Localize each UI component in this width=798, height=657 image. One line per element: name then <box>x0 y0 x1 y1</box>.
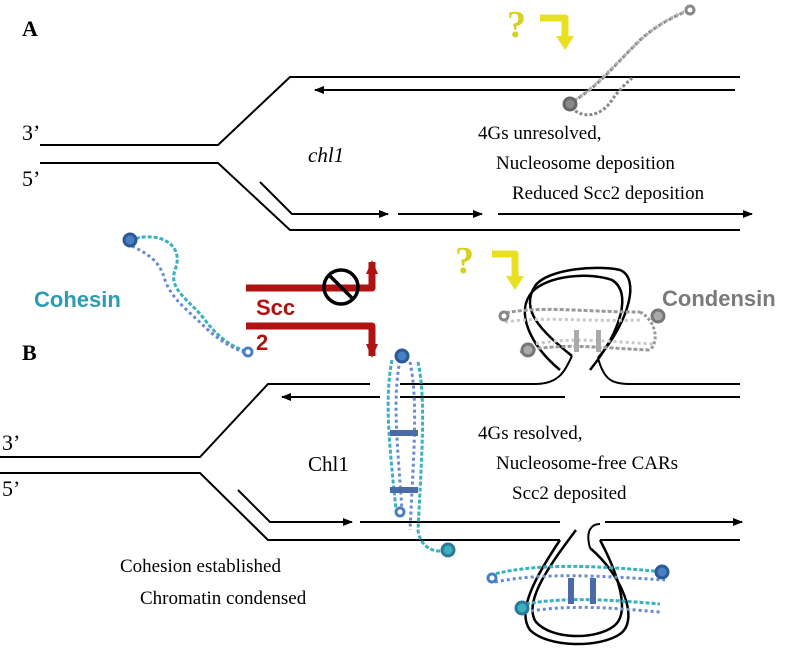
replication-fork-b <box>0 355 743 549</box>
five-prime-label-b: 5’ <box>2 476 21 501</box>
outcome-2: Chromatin condensed <box>140 588 307 609</box>
condensin-molecule-b <box>498 307 666 358</box>
panel-label-b: B <box>22 340 37 365</box>
note-b-2: Nucleosome-free CARs <box>496 453 679 474</box>
condensin-dna-loop-bottom <box>524 529 630 646</box>
panel-label-a: A <box>22 16 38 41</box>
three-prime-label-a: 3’ <box>22 120 41 145</box>
cohesin-ring-fork <box>386 348 456 558</box>
condensin-molecule-a <box>562 4 696 117</box>
parental-strand-bottom-b-2 <box>587 523 601 549</box>
parental-strand-top-b-1 <box>0 383 370 458</box>
replication-fork-a <box>40 76 753 231</box>
note-b-3: Scc2 deposited <box>512 483 627 504</box>
gene-label-b: Chl1 <box>308 452 349 476</box>
three-prime-label-b: 3’ <box>2 430 21 455</box>
question-mark-icon: ? <box>455 240 474 282</box>
question-mark-icon: ? <box>507 4 526 46</box>
red-arrow-icon <box>246 260 378 358</box>
yellow-arrow-icon <box>492 250 524 290</box>
yellow-arrow-icon <box>540 14 574 50</box>
parental-strand-top-b-3 <box>597 357 740 385</box>
parental-strand-top-a <box>40 76 740 146</box>
cohesin-molecule-free <box>122 232 254 358</box>
okazaki-fragment-b-1 <box>237 489 353 526</box>
note-a-2: Nucleosome deposition <box>496 153 675 174</box>
note-b-1: 4Gs resolved, <box>478 423 583 444</box>
outcome-1: Cohesion established <box>120 556 281 577</box>
okazaki-fragment-a-1 <box>259 181 389 218</box>
condensin-label: Condensin <box>662 286 776 311</box>
parental-strand-bottom-a <box>40 162 740 231</box>
parental-strand-top-b-2 <box>400 355 573 385</box>
parental-strand-bottom-b-1 <box>0 472 560 541</box>
cohesin-label: Cohesin <box>34 287 121 312</box>
note-a-3: Reduced Scc2 deposition <box>512 183 705 204</box>
five-prime-label-a: 5’ <box>22 166 41 191</box>
scc2-label-line1: Scc <box>256 295 296 320</box>
cohesin-molecule-bottom <box>486 564 670 616</box>
note-a-1: 4Gs unresolved, <box>478 123 602 144</box>
prohibition-icon <box>322 268 360 306</box>
gene-label-a: chl1 <box>308 143 345 167</box>
scc2-label-line2: 2 <box>256 330 269 355</box>
